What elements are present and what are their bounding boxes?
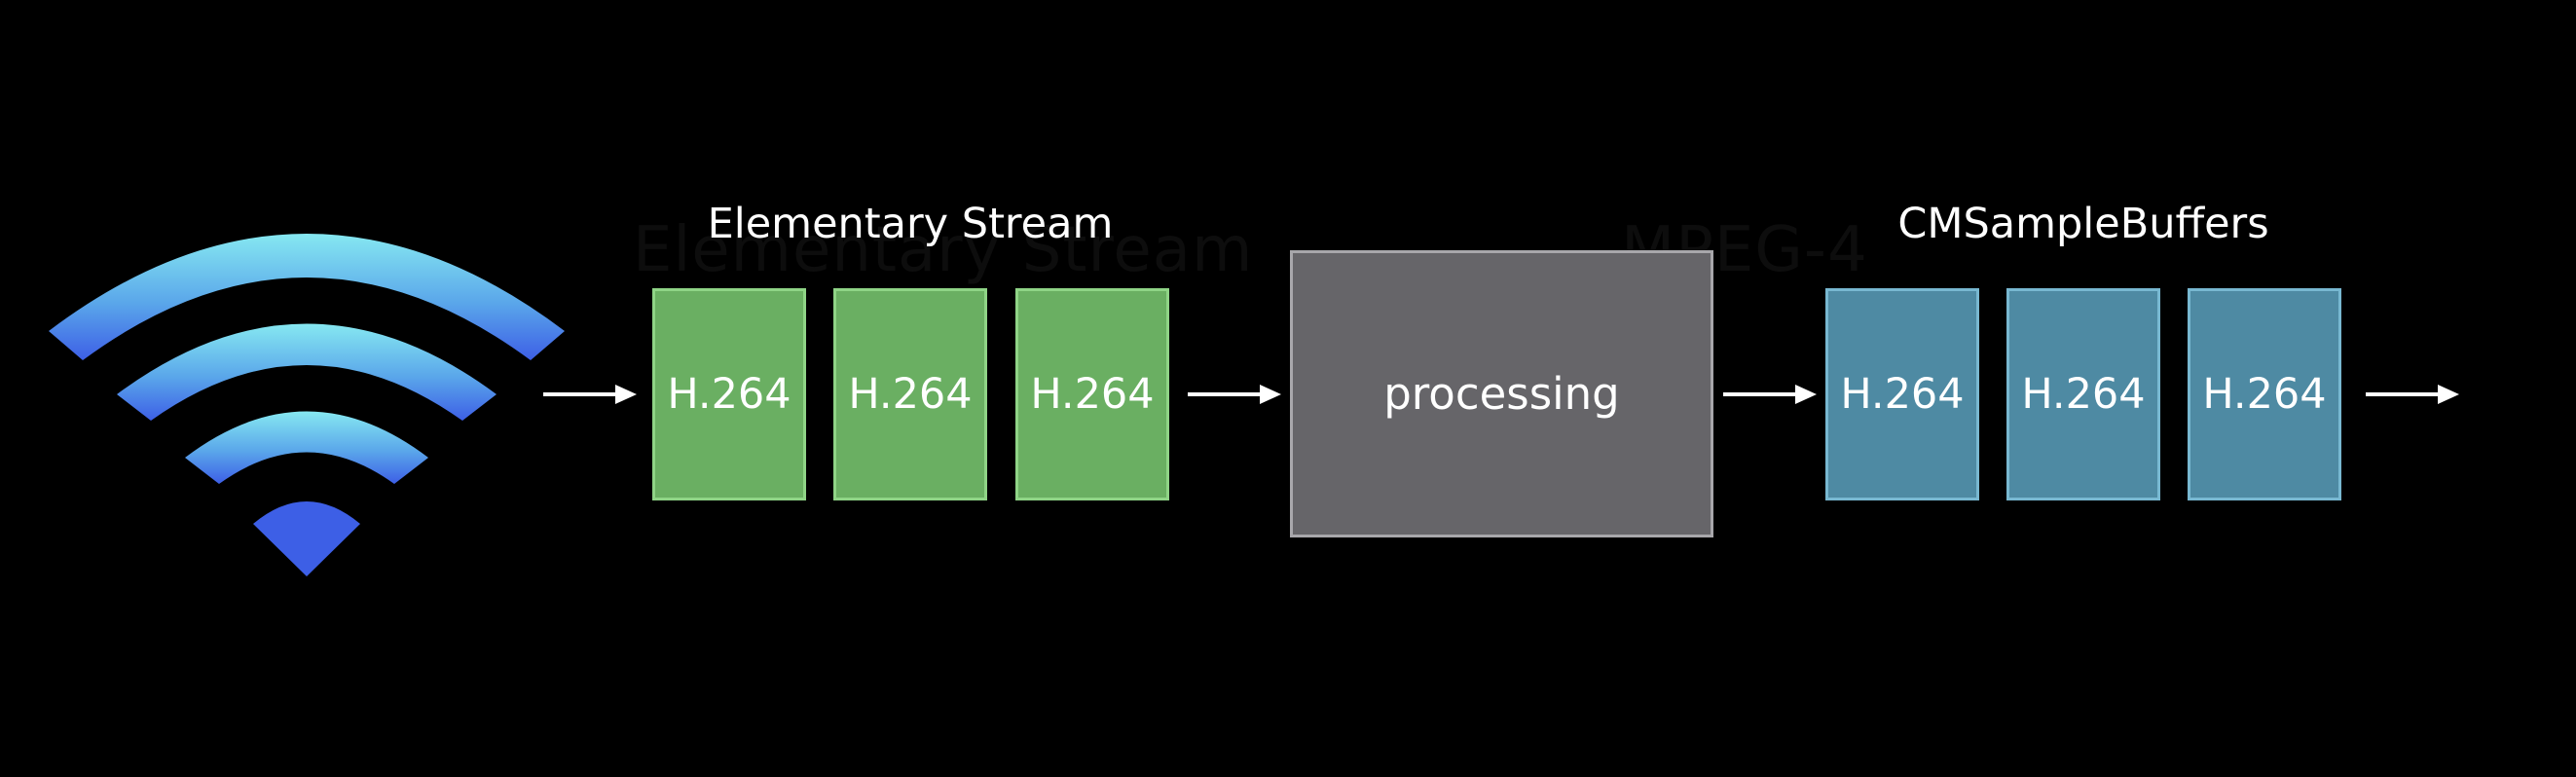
wifi-arc-second <box>117 323 497 421</box>
arrow-output <box>2364 380 2461 409</box>
processing-block: processing <box>1290 250 1713 537</box>
arrow-to-processing <box>1186 380 1283 409</box>
arrow-to-sample-buffers <box>1721 380 1819 409</box>
elementary-block-1: H.264 <box>652 288 806 500</box>
arrow-to-elementary-stream <box>541 380 639 409</box>
sample-buffer-block-2: H.264 <box>2006 288 2160 500</box>
sample-buffer-block-3: H.264 <box>2188 288 2341 500</box>
ghost-label-elementary-stream: Elementary Stream <box>633 214 1254 286</box>
elementary-block-2: H.264 <box>833 288 987 500</box>
elementary-stream-label: Elementary Stream <box>707 200 1114 248</box>
wifi-wedge <box>253 501 360 576</box>
elementary-block-3: H.264 <box>1015 288 1169 500</box>
wifi-arc-third <box>185 411 428 484</box>
wifi-arc-outer <box>49 234 565 360</box>
wifi-icon <box>49 234 565 576</box>
sample-buffers-label: CMSampleBuffers <box>1897 200 2269 248</box>
sample-buffer-block-1: H.264 <box>1825 288 1979 500</box>
